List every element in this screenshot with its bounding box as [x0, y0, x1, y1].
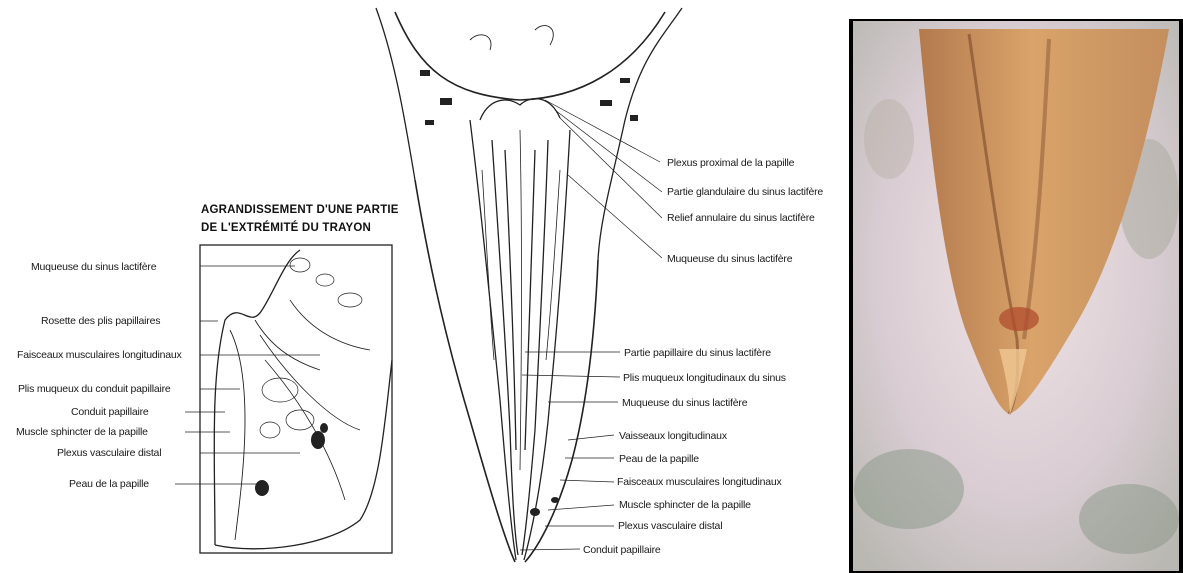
inset-label: Muqueuse du sinus lactifère: [31, 261, 156, 273]
inset-title-line1: AGRANDISSEMENT D'UNE PARTIE: [201, 204, 399, 216]
teat-label: Plexus proximal de la papille: [667, 157, 794, 169]
inset-enlargement: [175, 245, 392, 553]
inset-label: Plis muqueux du conduit papillaire: [18, 383, 171, 395]
inset-label: Muscle sphincter de la papille: [16, 426, 148, 438]
teat-label: Partie papillaire du sinus lactifère: [624, 347, 771, 359]
inset-label: Rosette des plis papillaires: [41, 315, 160, 327]
inset-label: Peau de la papille: [69, 478, 149, 490]
teat-label: Conduit papillaire: [583, 544, 661, 556]
inset-label: Faisceaux musculaires longitudinaux: [17, 349, 182, 361]
teat-label: Muscle sphincter de la papille: [619, 499, 751, 511]
teat-label: Relief annulaire du sinus lactifère: [667, 212, 815, 224]
teat-label: Vaisseaux longitudinaux: [619, 430, 727, 442]
udder-outline: [376, 8, 415, 180]
teat-outline: [415, 180, 515, 562]
teat-label: Muqueuse du sinus lactifère: [667, 253, 792, 265]
teat-label: Peau de la papille: [619, 453, 699, 465]
teat-label: Partie glandulaire du sinus lactifère: [667, 186, 823, 198]
teat-label: Muqueuse du sinus lactifère: [622, 397, 747, 409]
teat-label: Plexus vasculaire distal: [618, 520, 722, 532]
inset-label: Conduit papillaire: [71, 406, 149, 418]
teat-label: Faisceaux musculaires longitudinaux: [617, 476, 782, 488]
teat-label: Plis muqueux longitudinaux du sinus: [623, 372, 786, 384]
inset-title-line2: DE L'EXTRÉMITÉ DU TRAYON: [201, 222, 371, 234]
inset-label: Plexus vasculaire distal: [57, 447, 161, 459]
teat-photo: [849, 19, 1183, 573]
